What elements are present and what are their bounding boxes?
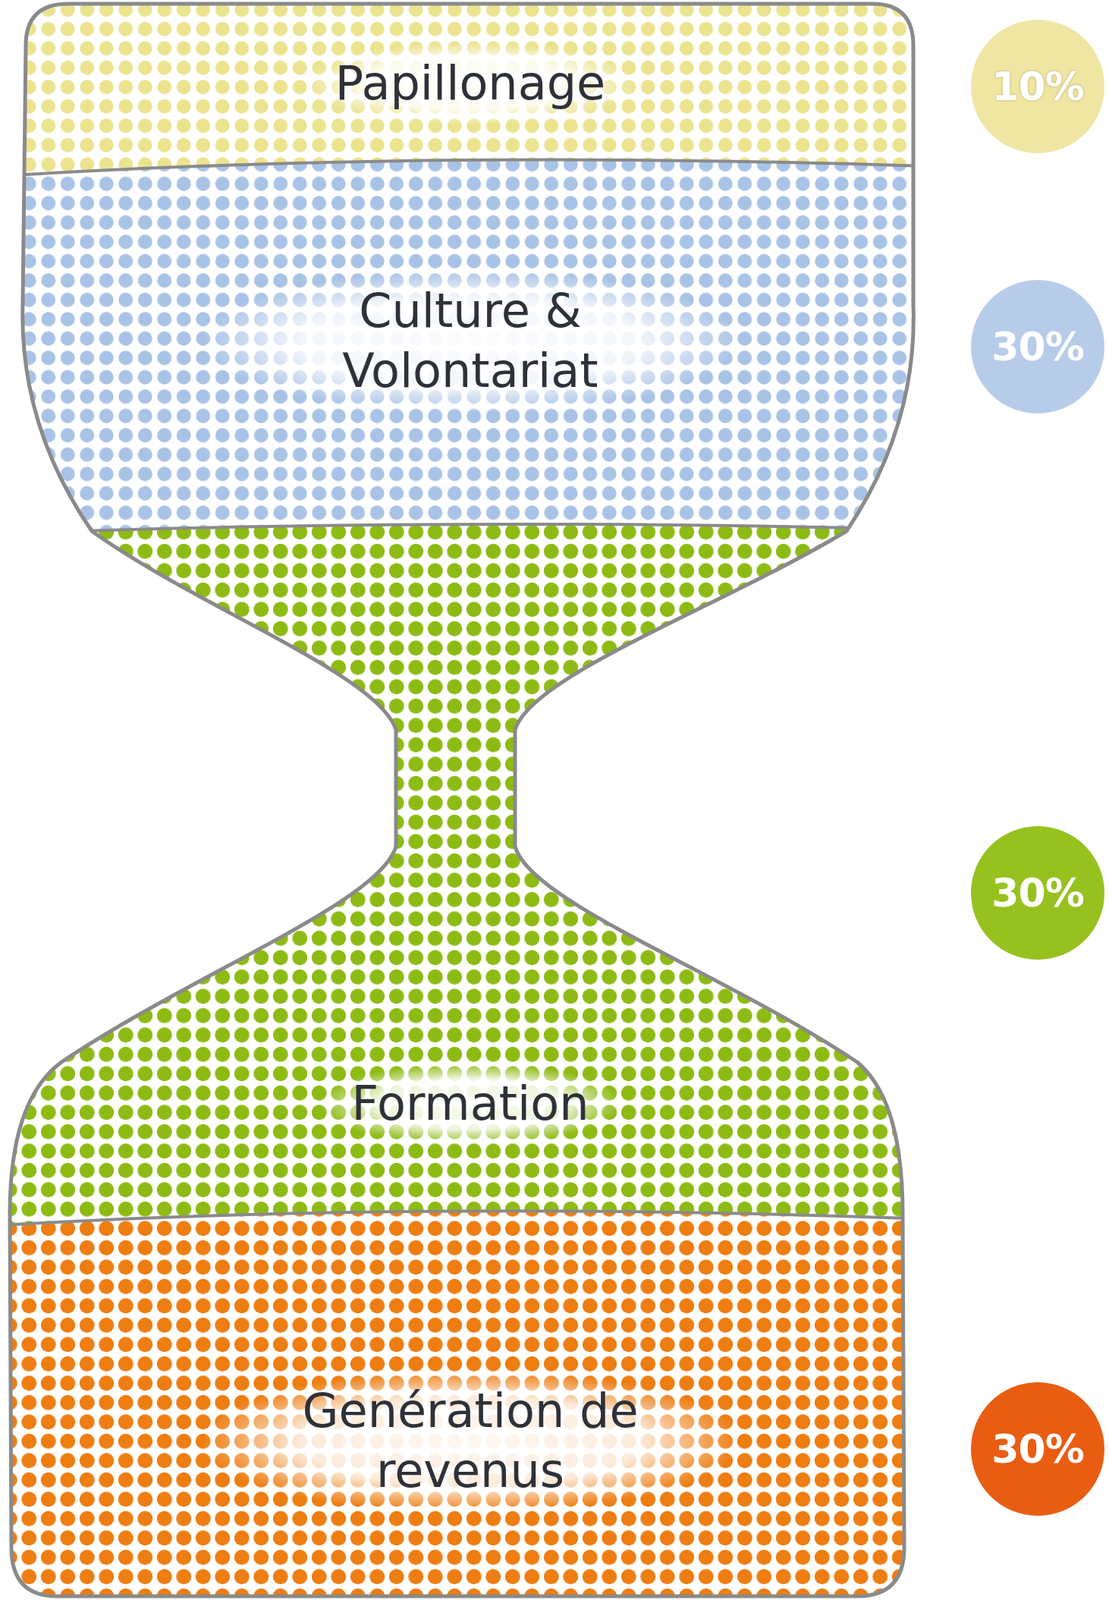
percent-circle: 30%	[970, 279, 1105, 414]
band-label: Genération de revenus	[204, 1370, 736, 1512]
percent-circle: 10%	[970, 19, 1105, 154]
percent-circle: 30%	[970, 826, 1105, 960]
percent-circle: 30%	[991, 323, 1084, 370]
percent-circle: 30%	[991, 870, 1084, 916]
dot-bands	[0, 0, 987, 1600]
band-divider	[0, 1210, 987, 1226]
hourglass-band: Culture & Volontariat	[45, 189, 896, 494]
hourglass-outline	[9, 3, 914, 1596]
percent-circle: 30%	[970, 1382, 1105, 1516]
percent-circle: 30%	[991, 1426, 1084, 1472]
band-label: Papillonage	[304, 43, 636, 125]
hourglass-band: Papillonage	[45, 7, 896, 160]
green-dots	[0, 524, 987, 1226]
band-divider	[0, 160, 987, 176]
hourglass-band: Genération de revenus	[45, 1304, 896, 1578]
hourglass-band: Formation	[151, 1016, 789, 1191]
blue-dots	[0, 160, 987, 535]
band-label: Culture & Volontariat	[204, 270, 736, 412]
yellow-dots	[0, 0, 987, 176]
band-label: Formation	[321, 1063, 620, 1145]
orange-dots	[0, 1210, 987, 1600]
percent-circle: 10%	[991, 63, 1084, 110]
band-divider	[0, 524, 987, 535]
